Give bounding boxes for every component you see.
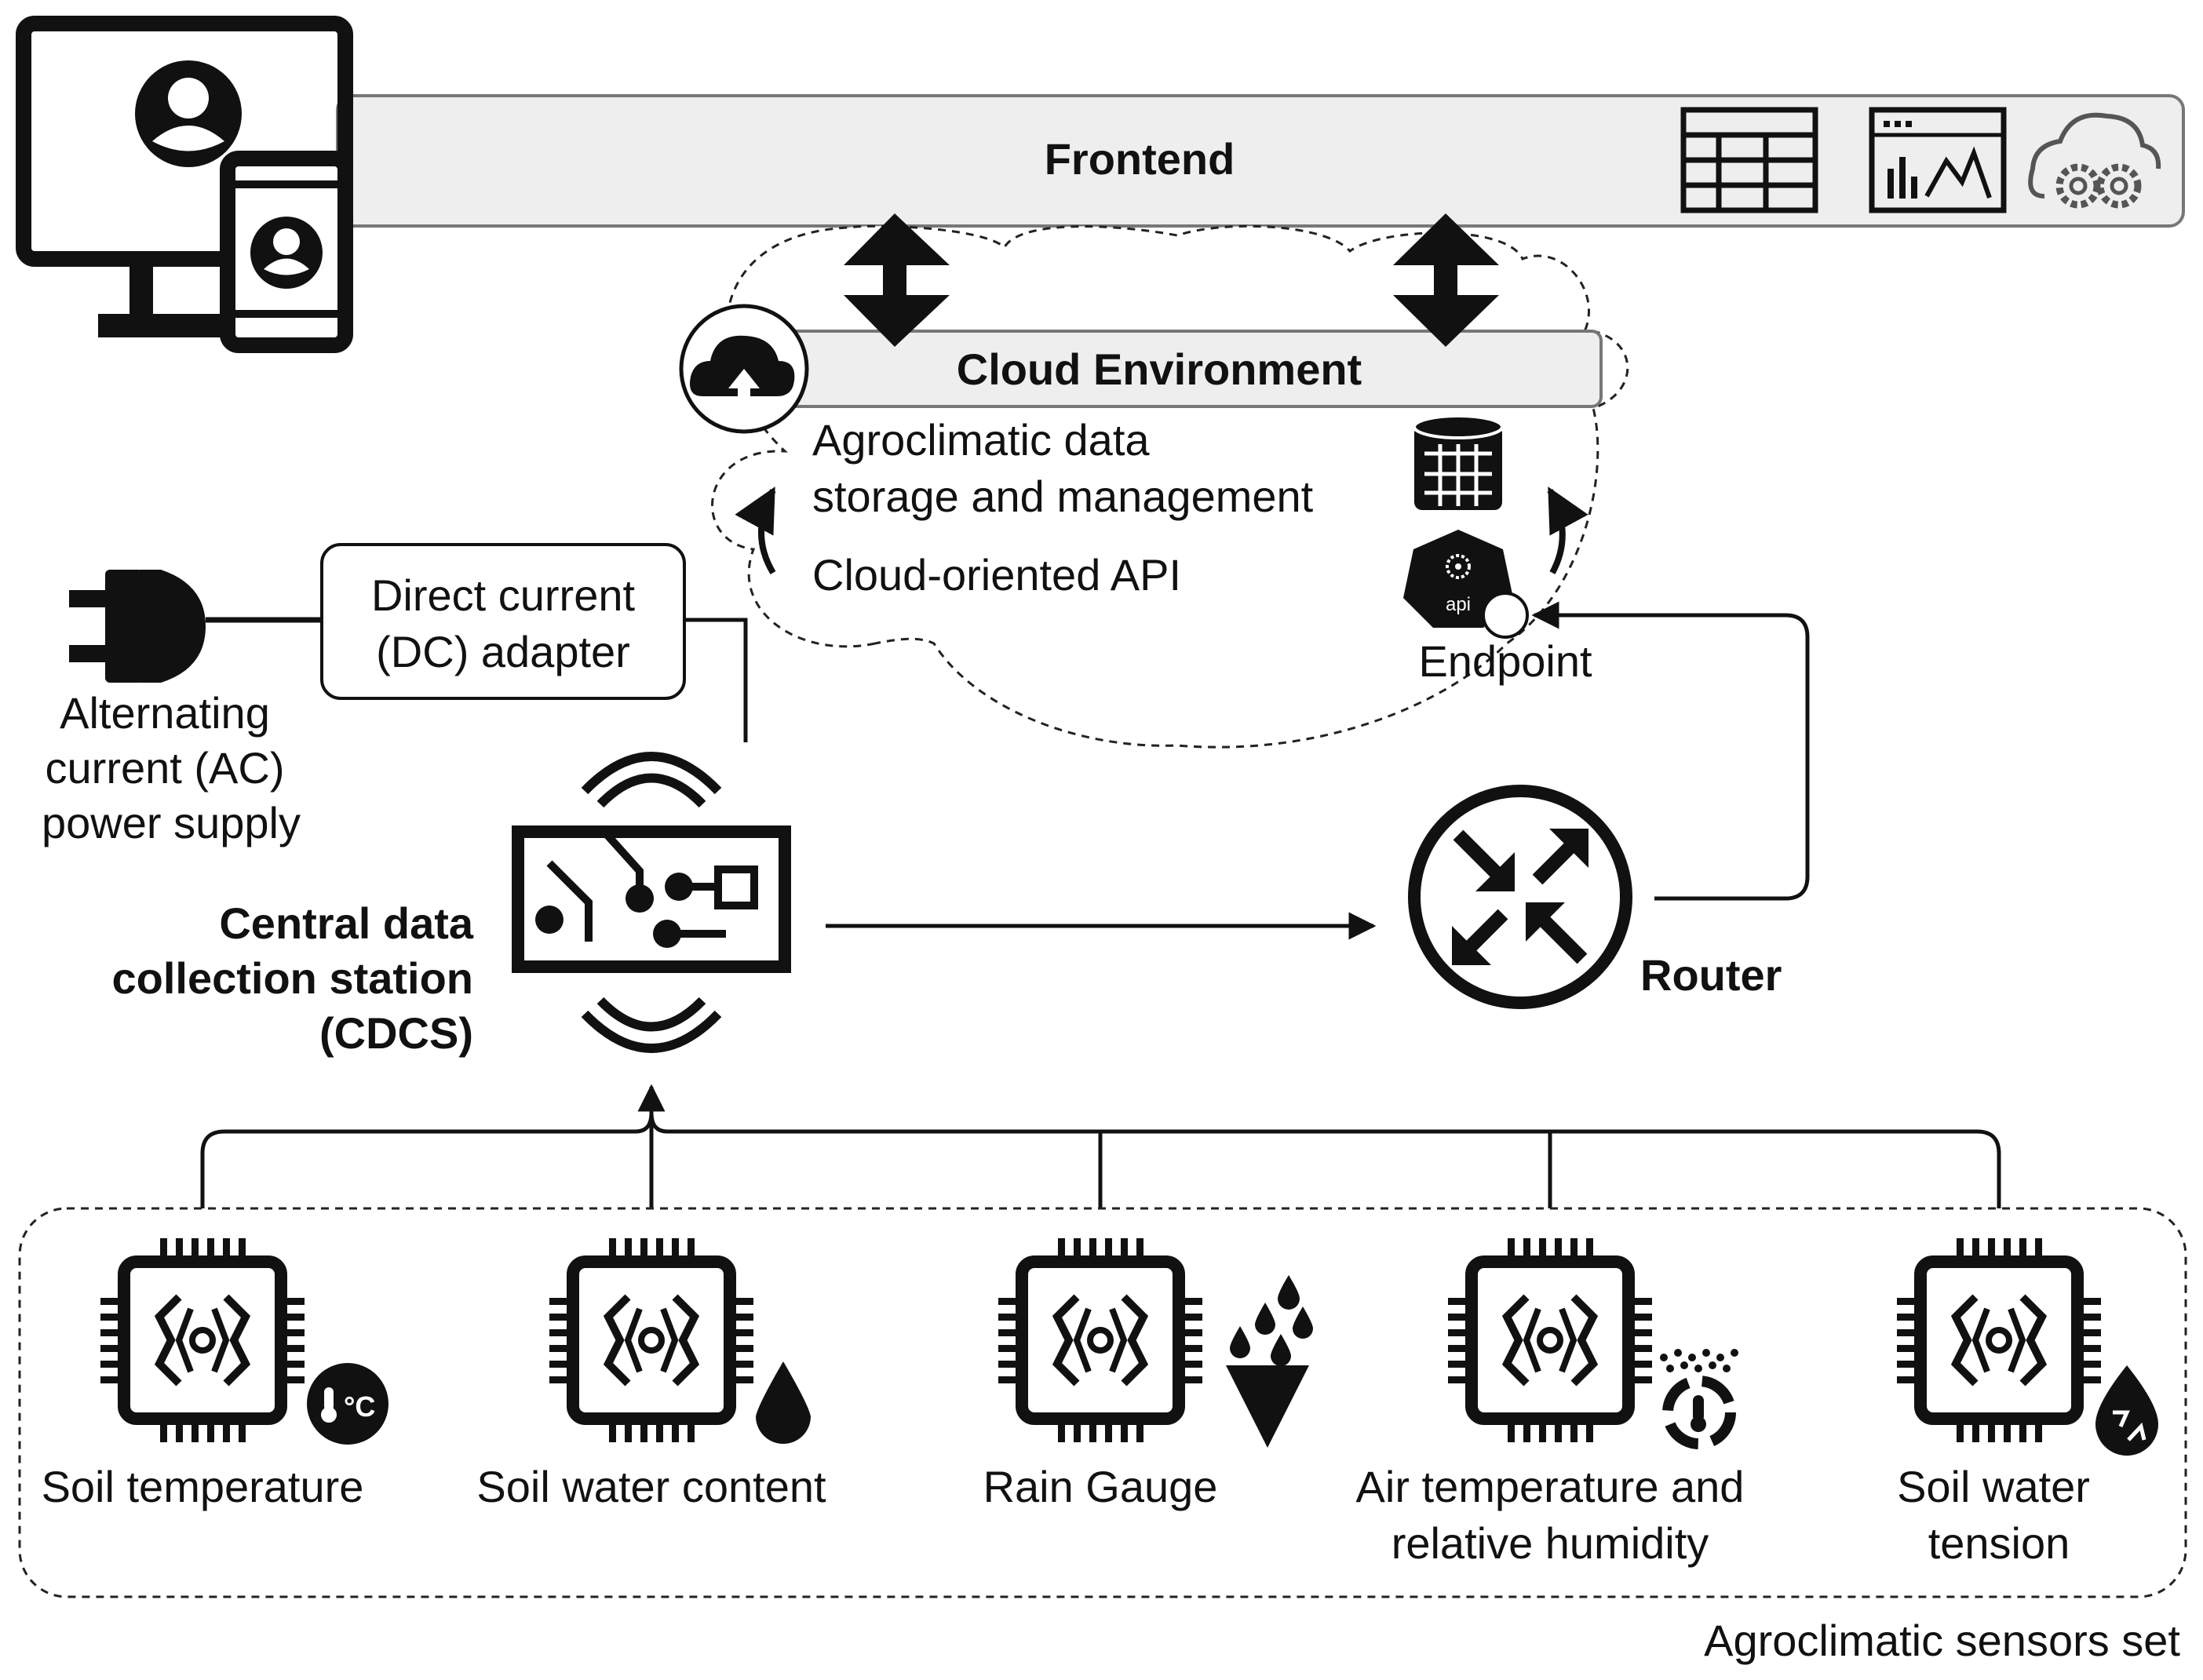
sensor-label-air-temperature-line2: relative humidity [1391, 1518, 1709, 1568]
table-icon [1680, 107, 1818, 213]
storage-label-line1: Agroclimatic data [812, 415, 1150, 465]
water-drop-icon [756, 1361, 811, 1444]
sensor-label-soil-water-tension-line2: tension [1928, 1518, 2070, 1568]
dc-adapter-label-line1: Direct current [371, 570, 636, 620]
sensors-set-label: Agroclimatic sensors set [1704, 1616, 2180, 1665]
router-label: Router [1640, 950, 1782, 1000]
cdcs-label-line2: collection station [112, 953, 474, 1003]
sensor-label-rain-gauge: Rain Gauge [983, 1462, 1218, 1511]
rain-funnel-icon [1226, 1275, 1313, 1448]
water-tension-icon [2095, 1365, 2158, 1456]
cloud-upload-icon [679, 304, 809, 434]
api-label: Cloud-oriented API [812, 550, 1181, 599]
dc-adapter-cable [684, 618, 748, 742]
desktop-monitor-icon [16, 16, 353, 337]
curved-arrow-right [1547, 487, 1588, 574]
dc-adapter-label-line2: (DC) adapter [376, 627, 630, 676]
database-icon [1413, 414, 1504, 510]
sensors-set-boundary [18, 1207, 2187, 1598]
endpoint-label: Endpoint [1418, 636, 1592, 686]
frontend-cloud-arrow-left [844, 213, 950, 347]
endpoint-connector [1482, 592, 1529, 639]
ac-supply-label-line1: Alternating [60, 688, 270, 738]
sensor-chip-icon-rain-gauge [998, 1238, 1202, 1442]
thermometer-celsius-icon: °C [307, 1363, 388, 1445]
svg-text:°C: °C [344, 1390, 375, 1423]
sensor-chip-icon-soil-water-content [549, 1238, 753, 1442]
sensor-label-air-temperature-line1: Air temperature and [1356, 1462, 1745, 1511]
sensor-chips [100, 1238, 2101, 1442]
cloud-environment-label: Cloud Environment [957, 344, 1362, 394]
storage-label-line2: storage and management [812, 472, 1314, 521]
sensor-label-soil-water-content: Soil water content [476, 1462, 826, 1511]
frontend-bar [336, 94, 2185, 228]
cloud-settings-icon [2028, 112, 2161, 209]
frontend-cloud-arrow-right [1393, 213, 1499, 347]
ac-supply-label-line3: power supply [42, 798, 301, 847]
smartphone-icon [220, 151, 353, 353]
cdcs-icon [512, 752, 791, 1053]
power-plug-icon [69, 570, 206, 683]
dashboard-chart-icon [1869, 107, 2007, 213]
ac-supply-label-line2: current (AC) [46, 743, 285, 793]
curved-arrow-left [735, 487, 776, 575]
sensor-chip-icon-soil-water-tension [1897, 1238, 2101, 1442]
frontend-label: Frontend [1045, 134, 1235, 184]
svg-text:api: api [1446, 594, 1471, 615]
router-icon [1408, 785, 1632, 1009]
cdcs-label-line3: (CDCS) [319, 1008, 473, 1058]
air-temperature-humidity-icon [1660, 1349, 1738, 1449]
sensor-bus-lines [200, 1084, 2001, 1208]
sensor-chip-icon-air-temperature-humidity [1448, 1238, 1652, 1442]
sensor-label-soil-temperature: Soil temperature [42, 1462, 364, 1511]
sensor-chip-icon-soil-temperature [100, 1238, 305, 1442]
sensor-label-soil-water-tension-line1: Soil water [1897, 1462, 2090, 1511]
cdcs-label-line1: Central data [219, 898, 473, 948]
router-to-endpoint-arrow [1531, 601, 1810, 901]
